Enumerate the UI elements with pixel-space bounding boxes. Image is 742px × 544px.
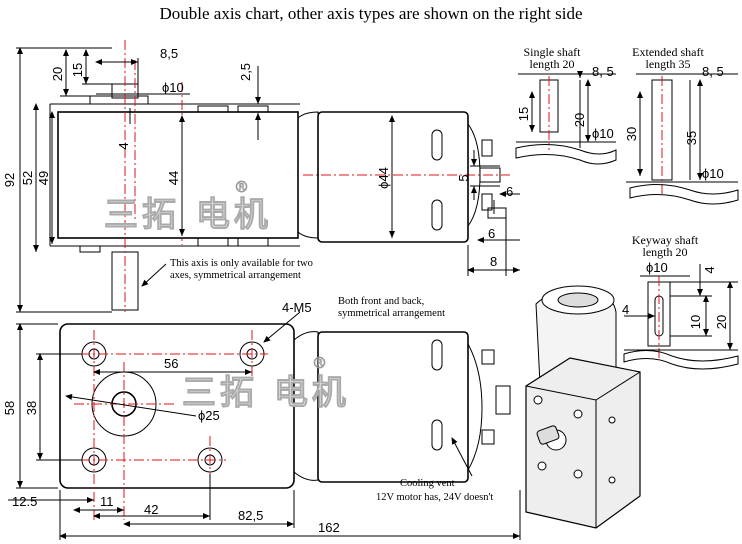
- single-shaft-title-1: Single shaft: [524, 45, 582, 59]
- watermark-text-bottom: 三拓 电机: [182, 373, 350, 413]
- extended-shaft-view: Extended shaft length 35 8, 5 30 35 ϕ10: [624, 45, 739, 205]
- axis-note-line2: axes, symmetrical arrangement: [170, 270, 301, 281]
- keyway-shaft-title-2: length 20: [643, 245, 688, 259]
- diagram-title: Double axis chart, other axis types are …: [159, 4, 583, 23]
- dim-58: 58: [2, 401, 17, 415]
- watermark-reg-top: ®: [234, 178, 249, 196]
- dim-56: 56: [164, 356, 178, 371]
- dim-8: 8: [490, 254, 497, 269]
- keyway-shaft-title-1: Keyway shaft: [632, 233, 699, 247]
- gearbox-front-outline: [59, 323, 295, 489]
- single-dim-8-5: 8, 5: [592, 64, 614, 79]
- extended-shaft-title-1: Extended shaft: [632, 45, 704, 59]
- watermark-top: 三拓 电机 ®: [104, 178, 272, 236]
- keyway-shaft-view: Keyway shaft length 20 ϕ10 4 4 10 20: [622, 233, 739, 370]
- watermark-text-top: 三拓 电机: [104, 195, 272, 235]
- dim-42: 42: [144, 502, 158, 517]
- keyway-dim-4b: 4: [702, 266, 717, 273]
- single-shaft-view: Single shaft length 20 8, 5 15 20 ϕ10: [515, 45, 617, 165]
- extended-dim-30: 30: [624, 127, 639, 141]
- watermark-bottom: 三拓 电机 ®: [182, 354, 350, 414]
- axis-note-line1: This axis is only available for two: [170, 258, 313, 269]
- dim-phi44: ϕ44: [376, 167, 391, 189]
- dim-5: 5: [456, 174, 471, 181]
- dim-2-5: 2,5: [238, 63, 253, 81]
- single-dim-15: 15: [516, 107, 531, 121]
- dim-8-5: 8,5: [160, 46, 178, 61]
- holes-note-line1: Both front and back,: [338, 296, 424, 307]
- dim-82-5: 82,5: [238, 508, 263, 523]
- gearbox-body-outline: [57, 111, 299, 239]
- keyway-dim-20: 20: [714, 315, 729, 329]
- keyway-dim-10: 10: [688, 315, 703, 329]
- dim-4-m5: 4-M5: [282, 300, 312, 315]
- dim-162: 162: [318, 520, 340, 535]
- holes-note-line2: symmetrical arrangement: [338, 308, 445, 319]
- dim-phi25: ϕ25: [198, 408, 220, 423]
- dim-phi10: ϕ10: [162, 80, 184, 95]
- dim-12-5: 12.5: [12, 494, 37, 509]
- vent-note-line1: Cooling vent: [400, 478, 455, 489]
- dim-92: 92: [2, 173, 17, 187]
- dim-52: 52: [20, 171, 35, 185]
- motor-body: [317, 111, 469, 243]
- dim-11: 11: [100, 494, 114, 509]
- dim-38: 38: [24, 401, 39, 415]
- dim-6b: 6: [488, 226, 495, 241]
- dim-44: 44: [166, 171, 181, 185]
- dim-15: 15: [70, 63, 85, 77]
- single-shaft-title-2: length 20: [530, 57, 575, 71]
- dim-49: 49: [36, 171, 51, 185]
- dim-6a: 6: [506, 184, 513, 199]
- single-dim-phi10: ϕ10: [592, 126, 614, 141]
- extended-shaft-title-2: length 35: [646, 57, 691, 71]
- side-view: 92 52 49 20 15 8,5 ϕ10 2,5 4 44 ϕ44: [2, 40, 520, 313]
- extended-dim-8-5: 8, 5: [702, 64, 724, 79]
- keyway-dim-phi10: ϕ10: [646, 260, 668, 275]
- keyway-dim-4a: 4: [622, 302, 629, 317]
- dim-20: 20: [50, 67, 65, 81]
- extended-dim-phi10: ϕ10: [702, 166, 724, 181]
- dim-4: 4: [116, 142, 131, 149]
- extended-dim-35: 35: [684, 131, 699, 145]
- front-view: ϕ25 56 4-M5 Both front and back, symmetr…: [2, 296, 521, 540]
- vent-note-line2: 12V motor has, 24V doesn't: [376, 492, 493, 503]
- single-dim-20: 20: [572, 113, 587, 127]
- watermark-reg-bottom: ®: [312, 354, 327, 372]
- motor-3d-illustration: [525, 285, 641, 529]
